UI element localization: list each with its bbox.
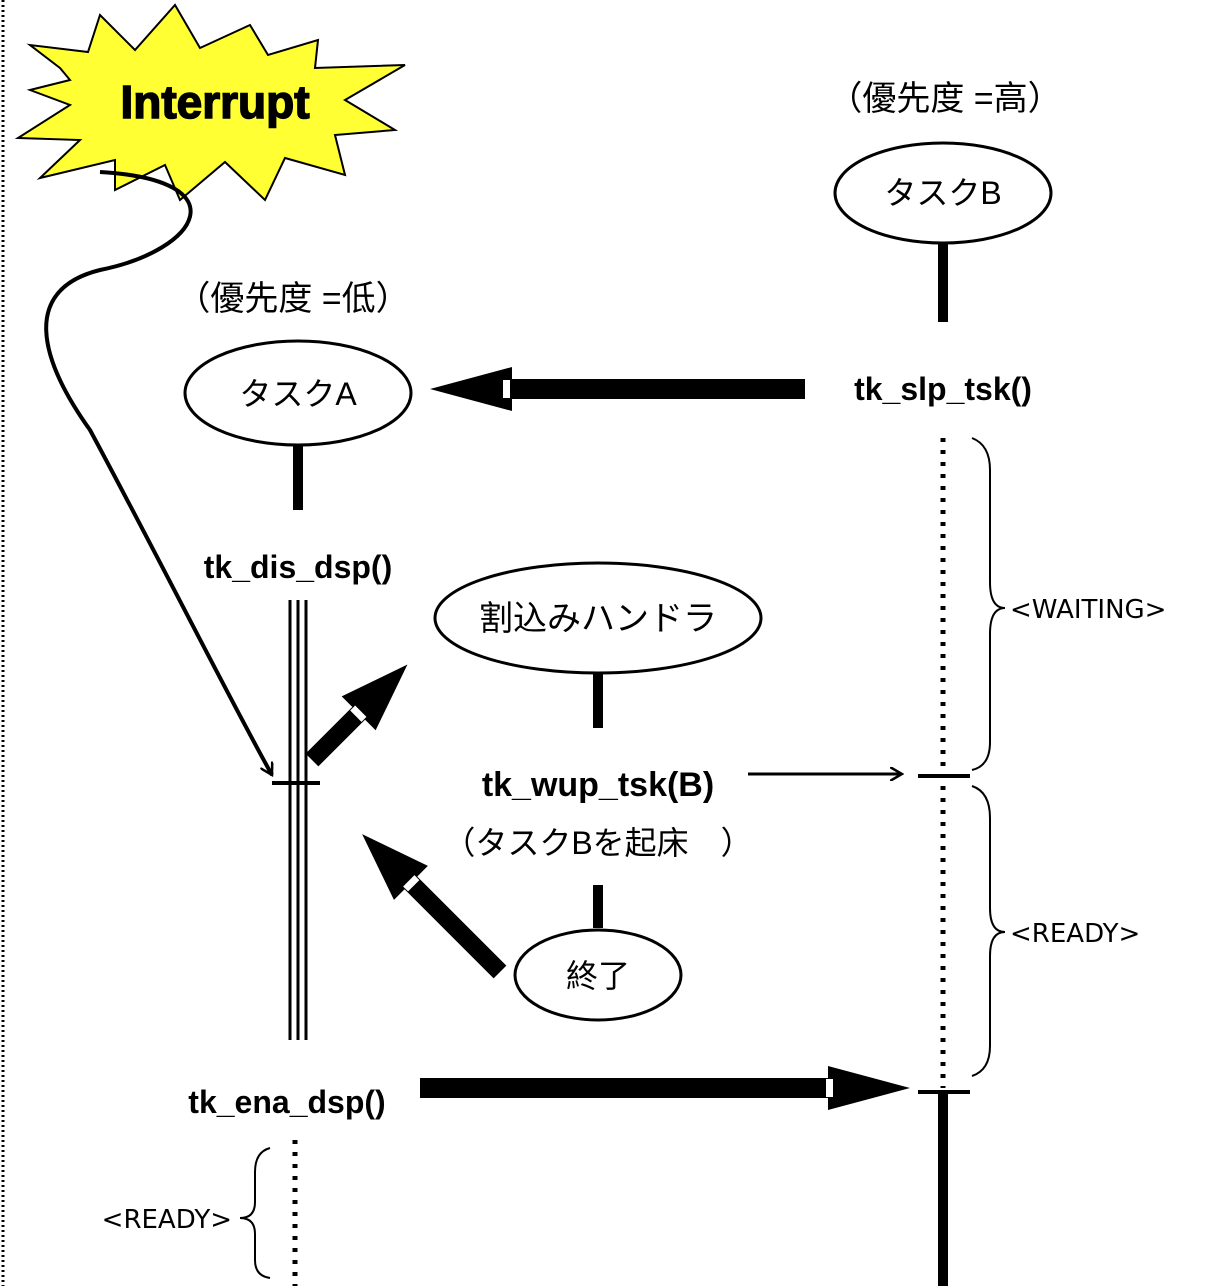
interrupt-burst: Interrupt (14, 3, 406, 202)
handler-end-label: 終了 (566, 958, 630, 994)
interrupt-label: Interrupt (120, 76, 309, 128)
task-b-priority: （優先度 =高） (828, 80, 1061, 118)
state-b-waiting: <WAITING> (1010, 595, 1166, 625)
task-a-name: タスクA (239, 376, 357, 412)
to-handler-arrow (305, 664, 408, 767)
return-arrow (362, 834, 507, 979)
call-ena: tk_ena_dsp() (188, 1084, 385, 1120)
task-a-priority: （優先度 =低） (176, 280, 409, 318)
slp-arrow-head (430, 367, 512, 411)
state-b-ready: <READY> (1010, 919, 1140, 949)
ena-arrow-notch (826, 1079, 833, 1097)
slp-arrow-notch (503, 380, 510, 398)
task-b-name: タスクB (884, 175, 1001, 211)
handler-name: 割込みハンドラ (479, 600, 717, 638)
ena-arrow-head (828, 1066, 910, 1110)
wup-note: （タスクBを起床 ） (443, 825, 752, 861)
call-wup: tk_wup_tsk(B) (482, 766, 714, 804)
call-slp: tk_slp_tsk() (854, 371, 1032, 407)
ready-brace-b (971, 785, 1006, 1077)
dispatch-disabled-bar (288, 600, 308, 1040)
call-dis: tk_dis_dsp() (204, 549, 392, 585)
interrupt-curve-arrow (44, 170, 274, 775)
burst-shape (14, 3, 406, 202)
handler-end-node (513, 928, 683, 1022)
waiting-brace (971, 437, 1006, 771)
slp-arrow-shaft (505, 379, 805, 399)
ena-arrow-shaft (420, 1078, 835, 1098)
state-a-ready: <READY> (102, 1205, 232, 1235)
ready-brace-a (239, 1147, 271, 1279)
